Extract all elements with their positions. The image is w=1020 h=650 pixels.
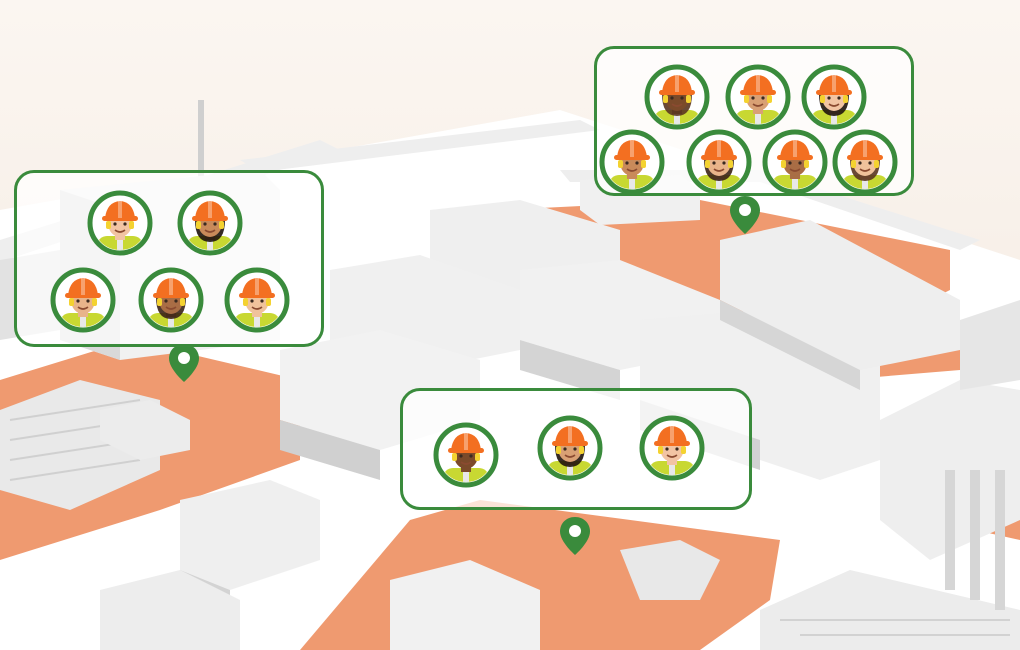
worker-avatar-icon[interactable] <box>224 267 290 333</box>
worker-cluster-left[interactable] <box>14 170 324 347</box>
map-pin-icon[interactable] <box>558 515 592 557</box>
worker-avatar-icon[interactable] <box>599 129 665 195</box>
worker-avatar-icon[interactable] <box>639 415 705 481</box>
worker-avatar-icon[interactable] <box>177 190 243 256</box>
map-pin-icon[interactable] <box>728 194 762 236</box>
worker-avatar-icon[interactable] <box>762 129 828 195</box>
worker-avatar-icon[interactable] <box>725 64 791 130</box>
worker-avatar-icon[interactable] <box>832 129 898 195</box>
worker-avatar-icon[interactable] <box>50 267 116 333</box>
buildings <box>0 100 1020 650</box>
worker-avatar-icon[interactable] <box>801 64 867 130</box>
worker-cluster-center[interactable] <box>400 388 752 510</box>
worker-cluster-top-right[interactable] <box>594 46 914 196</box>
worker-avatar-icon[interactable] <box>686 129 752 195</box>
worker-avatar-icon[interactable] <box>644 64 710 130</box>
worker-avatar-icon[interactable] <box>433 422 499 488</box>
worker-avatar-icon[interactable] <box>87 190 153 256</box>
map-pin-icon[interactable] <box>167 342 201 384</box>
worker-avatar-icon[interactable] <box>537 415 603 481</box>
worker-avatar-icon[interactable] <box>138 267 204 333</box>
